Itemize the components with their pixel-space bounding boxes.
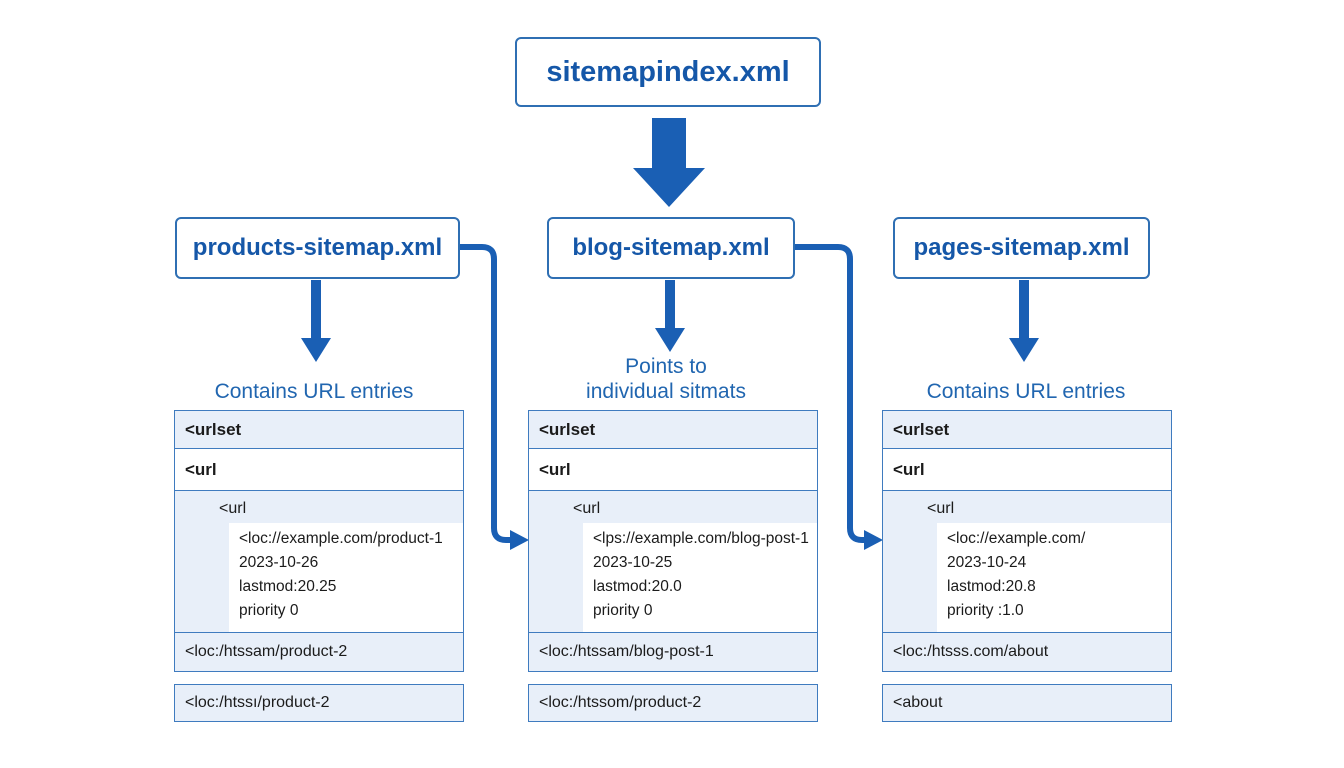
entry-priority: priority :1.0 bbox=[947, 602, 1024, 619]
url-entry: <url <loc://example.com/ 2023-10-24 last… bbox=[883, 491, 1171, 633]
entry-lastmod: lastmod:20.0 bbox=[593, 578, 682, 595]
url-entry: <url <loc://example.com/product-1 2023-1… bbox=[175, 491, 463, 633]
pages-caption: Contains URL entries bbox=[926, 380, 1126, 403]
urlset-row: <urlset bbox=[883, 411, 1171, 449]
entry-date: 2023-10-25 bbox=[593, 554, 673, 571]
url-entry-detail: <lps://example.com/blog-post-1 2023-10-2… bbox=[583, 523, 817, 632]
url-entry-detail: <loc://example.com/ 2023-10-24 lastmod:2… bbox=[937, 523, 1171, 632]
blog-sitemap-box[interactable]: blog-sitemap.xml bbox=[547, 217, 795, 279]
blog-footer-box: <loc:/htssom/product-2 bbox=[528, 684, 818, 722]
url-row: <url bbox=[883, 449, 1171, 491]
entry-priority: priority 0 bbox=[239, 602, 299, 619]
entry-loc: <lps://example.com/blog-post-1 bbox=[593, 530, 809, 547]
products-sitemap-box[interactable]: products-sitemap.xml bbox=[175, 217, 460, 279]
url-row: <url bbox=[175, 449, 463, 491]
url-entry-tag: <url bbox=[927, 500, 955, 517]
url-entry-tag: <url bbox=[573, 500, 601, 517]
products-down-arrow bbox=[301, 280, 331, 362]
url-row: <url bbox=[529, 449, 817, 491]
products-urlset-panel: <urlset <url <url <loc://example.com/pro… bbox=[174, 410, 464, 672]
entry-lastmod: lastmod:20.8 bbox=[947, 578, 1036, 595]
index-to-blog-arrow bbox=[633, 118, 705, 207]
pages-footer-box: <about bbox=[882, 684, 1172, 722]
url-entry-detail: <loc://example.com/product-1 2023-10-26 … bbox=[229, 523, 463, 632]
products-footer-box: <loc:/htssı/product-2 bbox=[174, 684, 464, 722]
loc-row: <loc:/htsss.com/about bbox=[893, 643, 1049, 660]
products-sitemap-filename: products-sitemap.xml bbox=[192, 234, 443, 261]
pages-sitemap-filename: pages-sitemap.xml bbox=[913, 234, 1130, 261]
entry-lastmod: lastmod:20.25 bbox=[239, 578, 337, 595]
loc-row: <loc:/htssam/blog-post-1 bbox=[539, 643, 714, 660]
entry-loc: <loc://example.com/ bbox=[947, 530, 1086, 547]
blog-caption: Points to individual sitmats bbox=[586, 355, 746, 403]
urlset-row: <urlset bbox=[529, 411, 817, 449]
sitemapindex-filename: sitemapindex.xml bbox=[546, 55, 790, 88]
entry-date: 2023-10-24 bbox=[947, 554, 1027, 571]
products-to-blog-panel-connector bbox=[460, 244, 512, 543]
blog-urlset-panel: <urlset <url <url <lps://example.com/blo… bbox=[528, 410, 818, 672]
entry-priority: priority 0 bbox=[593, 602, 653, 619]
url-entry-tag: <url bbox=[219, 500, 247, 517]
products-caption: Contains URL entries bbox=[214, 380, 414, 403]
blog-sitemap-filename: blog-sitemap.xml bbox=[572, 234, 770, 261]
loc-row: <loc:/htssam/product-2 bbox=[185, 643, 348, 660]
blog-down-arrow bbox=[655, 280, 685, 352]
entry-loc: <loc://example.com/product-1 bbox=[239, 530, 443, 547]
blog-to-pages-panel-arrowhead bbox=[864, 530, 883, 550]
urlset-row: <urlset bbox=[175, 411, 463, 449]
pages-sitemap-box[interactable]: pages-sitemap.xml bbox=[893, 217, 1150, 279]
entry-date: 2023-10-26 bbox=[239, 554, 319, 571]
url-entry: <url <lps://example.com/blog-post-1 2023… bbox=[529, 491, 817, 633]
pages-urlset-panel: <urlset <url <url <loc://example.com/ 20… bbox=[882, 410, 1172, 672]
pages-down-arrow bbox=[1009, 280, 1039, 362]
sitemapindex-box[interactable]: sitemapindex.xml bbox=[515, 37, 821, 107]
products-to-blog-panel-arrowhead bbox=[510, 530, 529, 550]
blog-to-pages-panel-connector bbox=[795, 244, 866, 543]
